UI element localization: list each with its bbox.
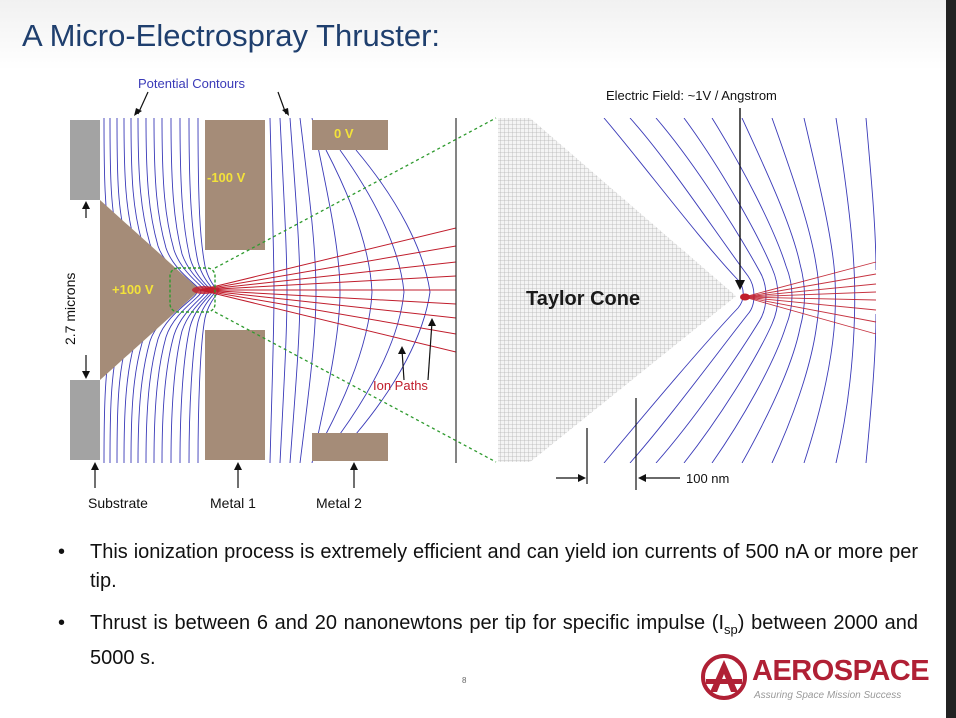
ion-paths-label: Ion Paths bbox=[373, 378, 428, 393]
metal-2-label: Metal 2 bbox=[316, 495, 362, 511]
metal-1-top bbox=[205, 120, 265, 250]
left-panel bbox=[70, 118, 457, 463]
dimension-label: 2.7 microns bbox=[62, 272, 78, 345]
scale-label: 100 nm bbox=[686, 471, 730, 486]
metal-2-bottom bbox=[312, 433, 388, 461]
substrate-bottom bbox=[70, 380, 100, 460]
taylor-cone-label: Taylor Cone bbox=[526, 288, 641, 310]
isp-subscript: sp bbox=[724, 622, 738, 637]
aerospace-logo-icon bbox=[701, 654, 747, 700]
slide-title: A Micro-Electrospray Thruster: bbox=[22, 18, 441, 53]
electric-field-label: Electric Field: ~1V / Angstrom bbox=[606, 88, 777, 103]
voltage-label-plus100v: +100 V bbox=[112, 282, 154, 297]
thruster-diagram bbox=[70, 91, 877, 490]
window-edge bbox=[946, 0, 956, 718]
logo-tagline: Assuring Space Mission Success bbox=[754, 690, 902, 701]
metal-2-top bbox=[312, 120, 388, 150]
ion-beams bbox=[743, 261, 877, 335]
metal-1-bottom bbox=[205, 330, 265, 460]
metal-1-label: Metal 1 bbox=[210, 495, 256, 511]
bullet-text-2: Thrust is between 6 and 20 nanonewtons p… bbox=[90, 612, 918, 669]
substrate-label: Substrate bbox=[88, 495, 148, 511]
bullet-text-1: This ionization process is extremely eff… bbox=[90, 541, 918, 592]
slide-number: 8 bbox=[462, 676, 467, 685]
emitter-tip bbox=[100, 200, 200, 380]
bullet-item-1: • This ionization process is extremely e… bbox=[56, 538, 918, 596]
bullet-dot: • bbox=[58, 612, 66, 634]
logo-name: AEROSPACE bbox=[752, 655, 930, 687]
bullet-list: • This ionization process is extremely e… bbox=[56, 538, 918, 673]
voltage-label-0v: 0 V bbox=[334, 126, 354, 141]
bullet-item-2: • Thrust is between 6 and 20 nanonewtons… bbox=[56, 609, 918, 673]
voltage-label-minus100v: -100 V bbox=[207, 170, 246, 185]
zoom-region-box bbox=[169, 267, 216, 313]
potential-contours-label: Potential Contours bbox=[138, 76, 245, 91]
ion-path-lines bbox=[199, 227, 456, 353]
bullet-dot: • bbox=[58, 541, 66, 563]
substrate-top bbox=[70, 120, 100, 200]
